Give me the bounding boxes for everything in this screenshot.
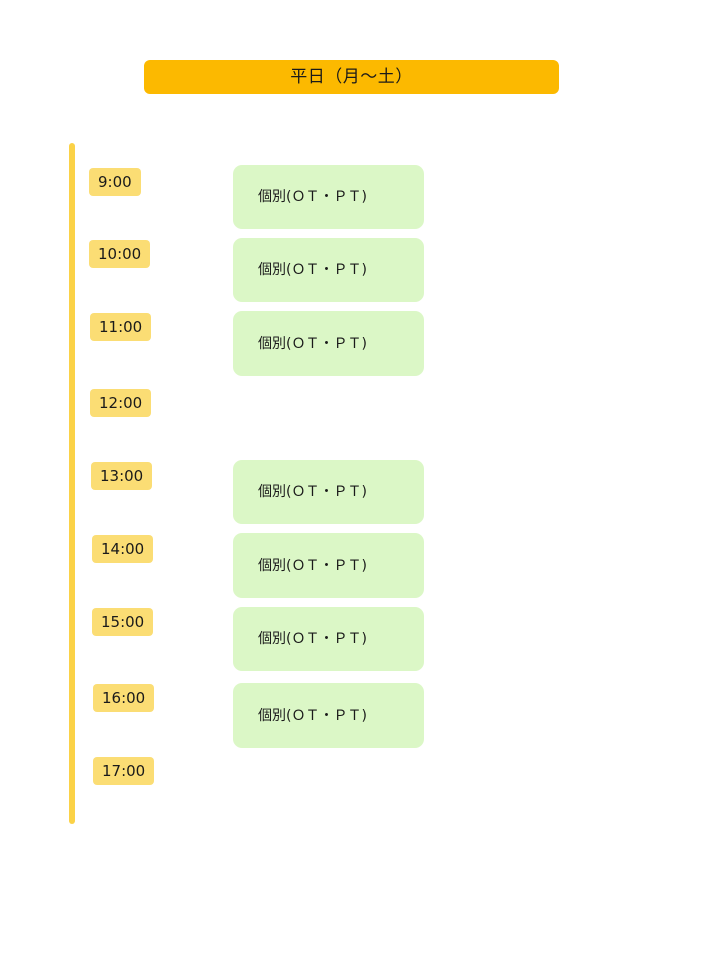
time-chip[interactable]: 17:00 (93, 757, 155, 785)
time-chip[interactable]: 12:00 (90, 389, 152, 417)
time-chip-label: 10:00 (98, 244, 142, 263)
event-block[interactable]: 個別(ＯＴ・ＰＴ) (233, 460, 424, 524)
event-block[interactable]: 個別(ＯＴ・ＰＴ) (233, 311, 424, 376)
time-chip[interactable]: 14:00 (92, 535, 154, 563)
time-chip[interactable]: 16:00 (93, 684, 155, 712)
event-label: 個別(ＯＴ・ＰＴ) (258, 484, 367, 500)
event-label: 個別(ＯＴ・ＰＴ) (258, 707, 367, 724)
time-chip-label: 17:00 (102, 761, 146, 780)
event-block[interactable]: 個別(ＯＴ・ＰＴ) (233, 238, 424, 302)
event-label: 個別(ＯＴ・ＰＴ) (258, 262, 367, 278)
time-chip-label: 15:00 (101, 612, 145, 631)
time-chip[interactable]: 13:00 (91, 462, 153, 490)
event-block[interactable]: 個別(ＯＴ・ＰＴ) (233, 165, 424, 229)
time-chip-label: 16:00 (102, 688, 146, 707)
event-label: 個別(ＯＴ・ＰＴ) (258, 335, 367, 352)
time-chip-label: 11:00 (99, 317, 143, 336)
event-label: 個別(ＯＴ・ＰＴ) (258, 189, 367, 205)
event-label: 個別(ＯＴ・ＰＴ) (258, 557, 367, 574)
time-chip[interactable]: 11:00 (90, 313, 152, 341)
time-chip-label: 12:00 (99, 393, 143, 412)
timeline-axis (69, 143, 75, 824)
time-chip-label: 13:00 (100, 466, 144, 485)
time-chip[interactable]: 15:00 (92, 608, 154, 636)
time-chip[interactable]: 10:00 (89, 240, 151, 268)
event-label: 個別(ＯＴ・ＰＴ) (258, 631, 367, 647)
event-block[interactable]: 個別(ＯＴ・ＰＴ) (233, 683, 424, 748)
time-chip-label: 14:00 (101, 539, 145, 558)
event-block[interactable]: 個別(ＯＴ・ＰＴ) (233, 533, 424, 598)
header-banner: 平日（月〜土） (144, 60, 559, 94)
time-chip-label: 9:00 (98, 172, 132, 191)
time-chip[interactable]: 9:00 (89, 168, 141, 196)
page-title: 平日（月〜土） (290, 66, 413, 87)
event-block[interactable]: 個別(ＯＴ・ＰＴ) (233, 607, 424, 671)
